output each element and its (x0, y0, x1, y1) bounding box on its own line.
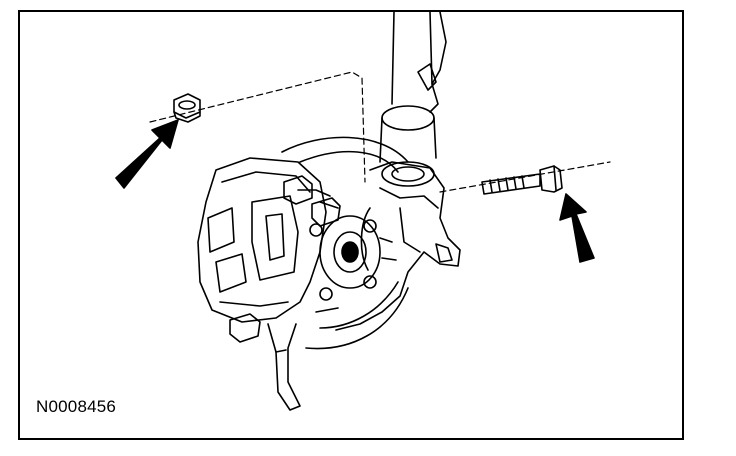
figure-id-label: N0008456 (36, 397, 117, 416)
bolt-arrow (559, 193, 595, 263)
wheel-hub (309, 215, 381, 301)
figure-frame (18, 10, 684, 440)
strut-bracket (379, 12, 447, 187)
brake-caliper (197, 157, 341, 343)
upper-nut (173, 93, 201, 123)
knuckle-assembly-illustration (115, 12, 611, 411)
nut-arrow (115, 119, 179, 189)
nut-centerline (149, 71, 366, 183)
lower-bracket-tab (267, 323, 301, 411)
bolt-centerline (439, 161, 611, 193)
pinch-bolt (481, 165, 563, 195)
knuckle-detail-lines (315, 201, 397, 313)
brake-rotor (281, 136, 409, 350)
